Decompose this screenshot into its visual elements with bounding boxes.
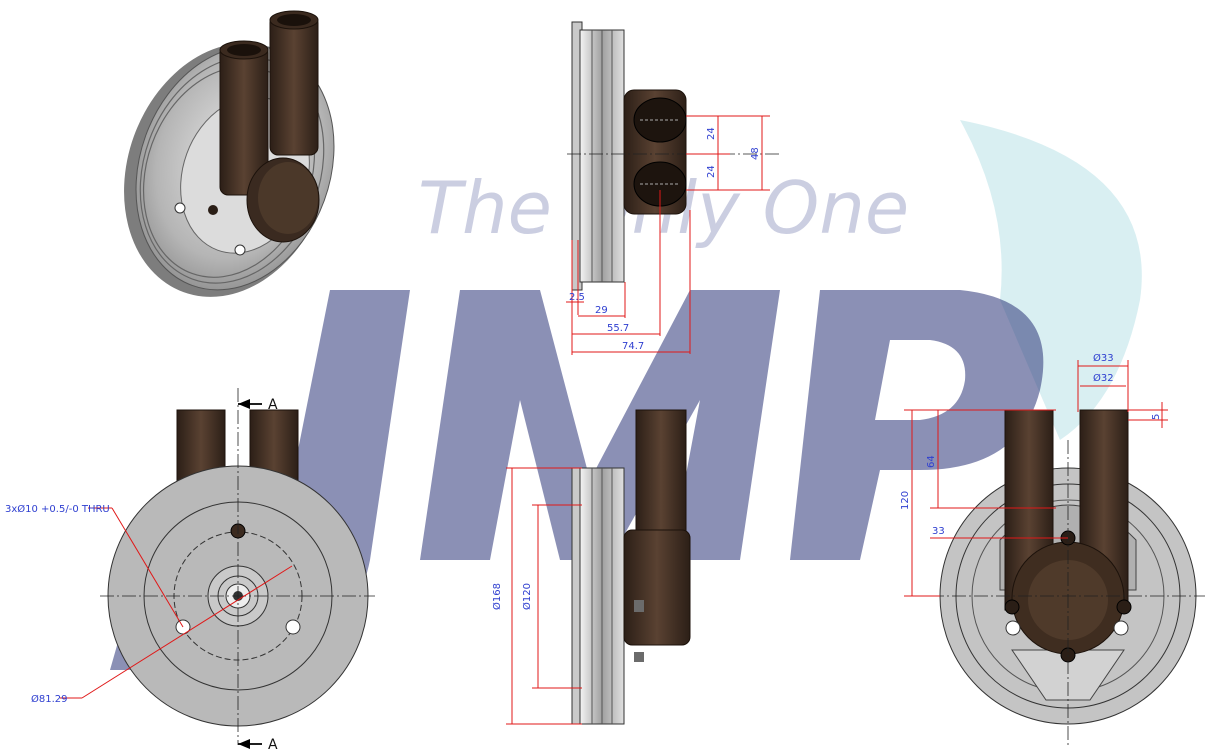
dim-offset: 33: [932, 526, 945, 537]
watermark-logo-m: [420, 290, 780, 560]
dim-side-d4: 74.7: [622, 341, 644, 352]
watermark-logo-arc: [960, 120, 1142, 440]
side-view-top: 24 24 48 2.5 29 55.7 74.7: [566, 21, 780, 355]
dim-holes: 3xØ10 +0.5/-0 THRU: [5, 503, 110, 515]
dim-outer-diameter: Ø168: [491, 583, 503, 610]
side-view-bottom: Ø168 Ø120: [491, 409, 691, 725]
dim-side-total: 48: [750, 147, 761, 160]
dim-side-h1: 24: [706, 127, 717, 140]
section-label-bottom: A: [268, 737, 278, 752]
dim-side-d3: 55.7: [607, 323, 629, 334]
dim-pipe-outer: Ø33: [1093, 352, 1114, 364]
dim-pipe-length: 64: [926, 455, 937, 468]
dim-side-d2: 29: [595, 305, 608, 316]
isometric-view: [124, 10, 335, 297]
dim-side-h2: 24: [706, 165, 717, 178]
dim-pipe-inner: Ø32: [1093, 372, 1114, 384]
back-view: Ø33 Ø32 5 64 120 33: [900, 352, 1205, 745]
dim-height: 120: [900, 491, 911, 510]
dim-lip: 5: [1151, 414, 1162, 420]
dim-pcd: Ø81.29: [31, 693, 68, 705]
dim-side-d1: 2.5: [569, 292, 585, 303]
watermark-logo-p: [790, 290, 1044, 560]
section-label-top: A: [268, 397, 278, 413]
dim-inner-diameter: Ø120: [521, 583, 533, 610]
front-view: A A 3xØ10 +0.5/-0 THRU Ø81.29: [5, 388, 375, 752]
